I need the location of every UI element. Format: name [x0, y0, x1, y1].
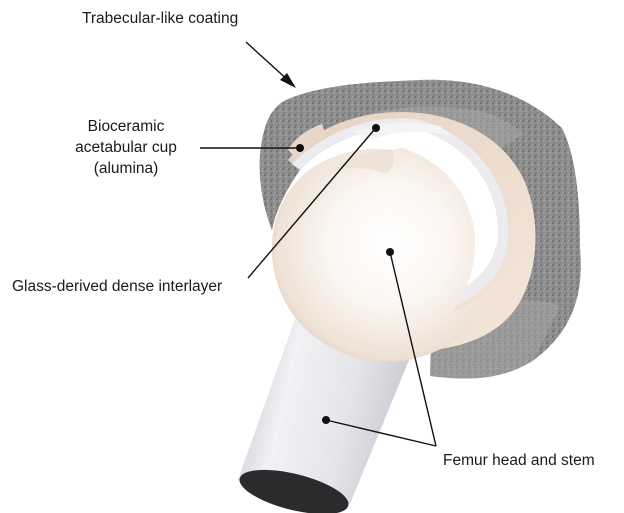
femur-label: Femur head and stem — [443, 450, 595, 471]
cup-label-line-1: Bioceramic — [62, 116, 190, 137]
cup-label-line-3: (alumina) — [62, 158, 190, 179]
coating-leader-line — [246, 42, 290, 82]
coating-label: Trabecular-like coating — [82, 8, 238, 29]
interlayer-pointer-dot — [372, 124, 380, 132]
interlayer-label: Glass-derived dense interlayer — [12, 276, 222, 297]
femur-head-pointer-dot — [386, 248, 394, 256]
cup-label: Bioceramic acetabular cup (alumina) — [62, 116, 190, 179]
cup-label-line-2: acetabular cup — [62, 137, 190, 158]
cup-pointer-dot — [296, 144, 304, 152]
femur-stem-pointer-dot — [322, 416, 330, 424]
